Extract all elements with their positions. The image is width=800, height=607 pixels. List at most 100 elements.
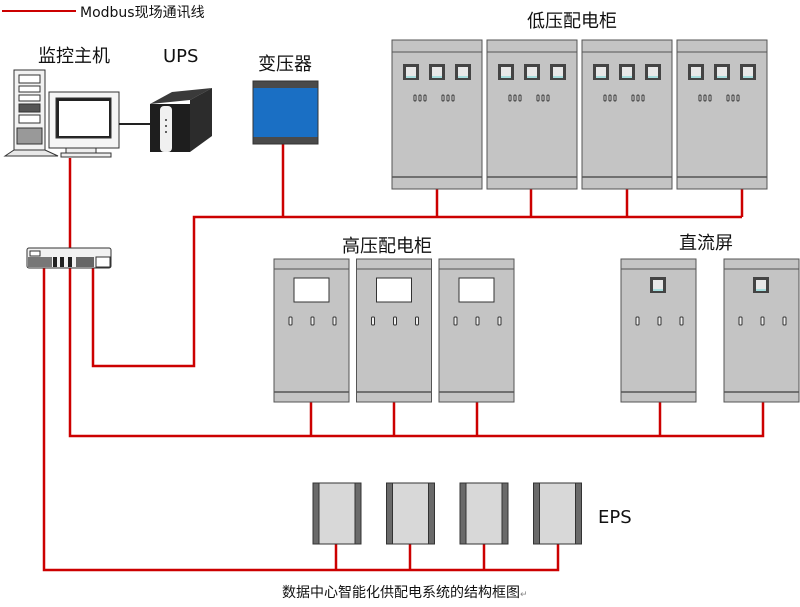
indicator-slot: [736, 94, 740, 102]
indicator-slot: [446, 94, 450, 102]
monitor-host: [3, 69, 150, 158]
indicator-slot: [782, 316, 787, 326]
caption-text: 数据中心智能化供配电系统的结构框图: [282, 585, 520, 601]
eps-units: [312, 482, 582, 545]
monitor-icon: [48, 91, 120, 158]
ups-label: UPS: [163, 46, 198, 67]
pc-tower-icon: [3, 69, 59, 157]
meter-icon: [619, 64, 635, 80]
bus-to-high-voltage: [68, 267, 765, 438]
meter-icon: [403, 64, 419, 80]
indicator-slot: [641, 94, 645, 102]
indicator-slot: [332, 316, 337, 326]
indicator-slot: [608, 94, 612, 102]
indicator-slot: [708, 94, 712, 102]
low-voltage-cabinet: [391, 39, 483, 190]
indicator-slot: [541, 94, 545, 102]
low-voltage-cabinet: [676, 39, 768, 190]
eps-unit: [533, 482, 582, 545]
display-screen: [376, 277, 412, 303]
indicator-slot: [679, 316, 684, 326]
dc-panel: [723, 258, 800, 403]
eps-side-right: [501, 482, 509, 545]
eps-side-right: [354, 482, 362, 545]
cabinet-body: [391, 39, 483, 190]
bus-to-eps: [42, 267, 560, 572]
meter-icon: [714, 64, 730, 80]
indicator-slot: [603, 94, 607, 102]
indicator-slot: [310, 316, 315, 326]
low-voltage-cabinets: [391, 39, 768, 190]
meter-icon: [753, 277, 769, 293]
meter-icon: [550, 64, 566, 80]
indicator-slot: [698, 94, 702, 102]
eps-unit: [386, 482, 435, 545]
network-switch-icon: [26, 247, 112, 269]
modbus-bus-lines: [42, 143, 765, 572]
cabinet-body: [486, 39, 578, 190]
indicator-slot: [475, 316, 480, 326]
meter-icon: [740, 64, 756, 80]
transformer-label: 变压器: [258, 54, 312, 75]
indicator-slot: [413, 94, 417, 102]
eps-side-left: [533, 482, 540, 545]
transformer-icon: [252, 80, 319, 145]
low-voltage-cabinet: [486, 39, 578, 190]
monitor-host-label: 监控主机: [38, 46, 110, 67]
indicator-slot: [393, 316, 397, 326]
high-voltage-cabinet: [438, 258, 515, 403]
indicator-slot: [371, 316, 375, 326]
low-voltage-label: 低压配电柜: [527, 11, 617, 32]
eps-side-right: [428, 482, 435, 545]
bus-to-low-voltage: [91, 215, 742, 368]
indicator-slot: [418, 94, 422, 102]
low-voltage-cabinet: [581, 39, 673, 190]
legend: Modbus现场通讯线: [2, 5, 205, 21]
indicator-slot: [546, 94, 550, 102]
indicator-slot: [288, 316, 293, 326]
indicator-slot: [657, 316, 662, 326]
eps-side-right: [575, 482, 582, 545]
ups-icon: [150, 88, 212, 152]
indicator-slot: [451, 94, 455, 102]
dc-panels: [620, 258, 800, 403]
high-voltage-label: 高压配电柜: [342, 236, 432, 257]
indicator-slot: [635, 316, 640, 326]
indicator-slot: [513, 94, 517, 102]
indicator-slot: [441, 94, 445, 102]
display-screen: [458, 277, 495, 303]
eps-side-left: [459, 482, 467, 545]
meter-icon: [429, 64, 445, 80]
eps-side-left: [386, 482, 393, 545]
high-voltage-cabinet: [356, 258, 432, 403]
high-voltage-cabinets: [273, 258, 515, 403]
indicator-slot: [613, 94, 617, 102]
meter-icon: [524, 64, 540, 80]
meter-icon: [498, 64, 514, 80]
meter-icon: [650, 277, 666, 293]
caption-return-mark: ↵: [520, 590, 528, 600]
indicator-slot: [497, 316, 502, 326]
indicator-slot: [726, 94, 730, 102]
caption: 数据中心智能化供配电系统的结构框图↵: [282, 585, 528, 601]
display-screen: [293, 277, 330, 303]
cabinet-body: [676, 39, 768, 190]
cabinet-body: [581, 39, 673, 190]
dc-panel-label: 直流屏: [679, 233, 733, 254]
indicator-slot: [508, 94, 512, 102]
meter-icon: [455, 64, 471, 80]
indicator-slot: [760, 316, 765, 326]
indicator-slot: [518, 94, 522, 102]
eps-side-left: [312, 482, 320, 545]
eps-unit: [459, 482, 509, 545]
high-voltage-cabinet: [273, 258, 350, 403]
eps-unit: [312, 482, 362, 545]
legend-label: Modbus现场通讯线: [80, 5, 205, 21]
meter-icon: [645, 64, 661, 80]
meter-icon: [688, 64, 704, 80]
indicator-slot: [703, 94, 707, 102]
indicator-slot: [636, 94, 640, 102]
indicator-slot: [423, 94, 427, 102]
meter-icon: [593, 64, 609, 80]
